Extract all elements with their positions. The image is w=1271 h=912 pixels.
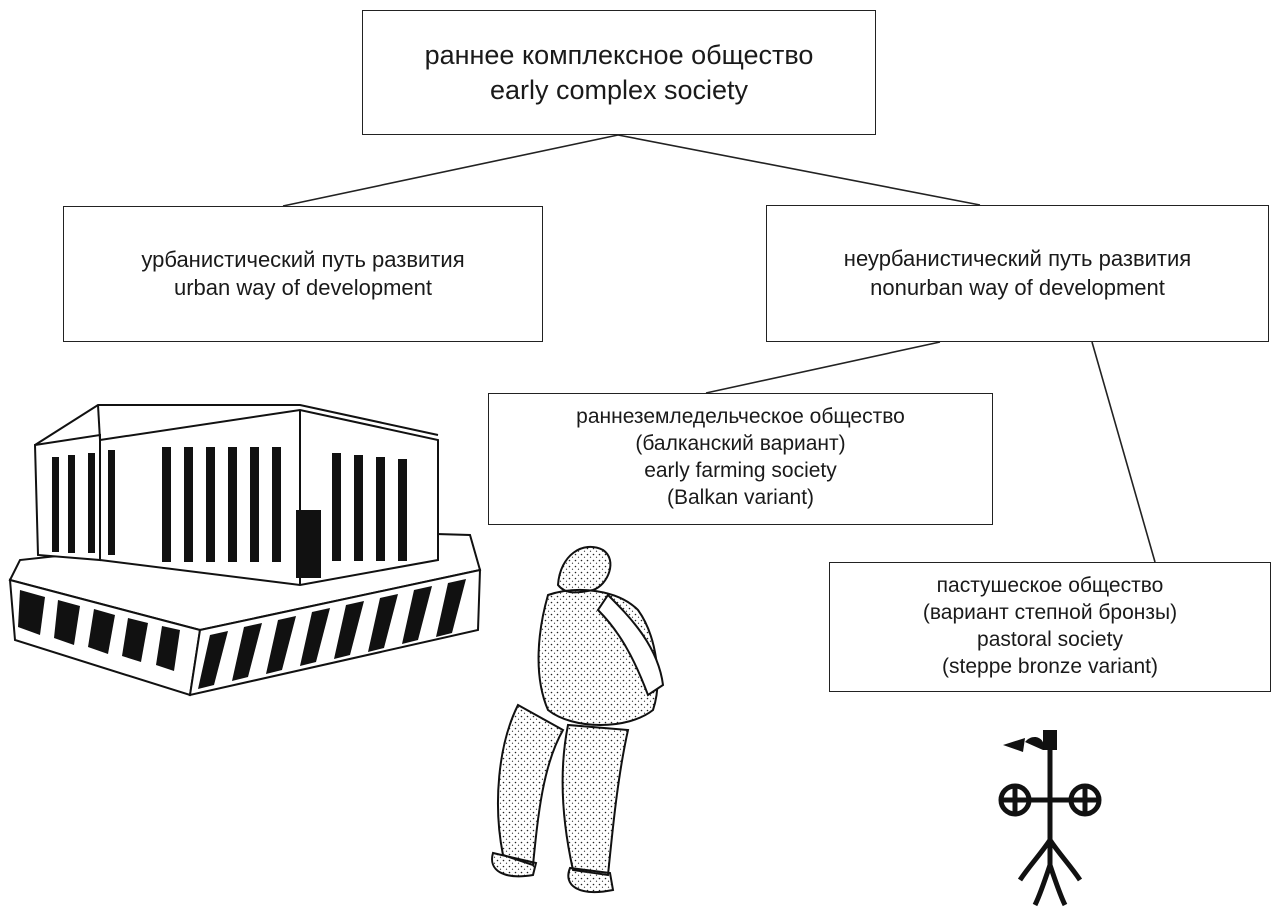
- edge-nonurban-pastoral: [1091, 341, 1156, 563]
- node-nonurban-way: неурбанистический путь развития nonurban…: [766, 205, 1269, 342]
- farming-variant-en: (Balkan variant): [666, 485, 815, 509]
- farming-label-ru: раннеземледельческое общество: [576, 405, 905, 428]
- chariot-petroglyph-drawing: [998, 730, 1102, 907]
- edge-root-nonurban: [617, 134, 981, 206]
- urban-label-ru: урбанистический путь развития: [141, 246, 465, 272]
- pastoral-variant-ru: (вариант степной бронзы): [922, 601, 1178, 625]
- node-early-complex-society: раннее комплексное общество early comple…: [362, 10, 876, 135]
- farming-variant-ru: (балканский вариант): [635, 431, 846, 455]
- root-label-ru: раннее комплексное общество: [424, 39, 814, 70]
- node-urban-way: урбанистический путь развития urban way …: [63, 206, 543, 342]
- temple-building-drawing: [8, 404, 482, 697]
- edge-nonurban-farming: [705, 341, 941, 394]
- urban-label-en: urban way of development: [173, 275, 433, 300]
- edge-root-urban: [282, 134, 619, 207]
- pastoral-label-en: pastoral society: [977, 628, 1123, 651]
- seated-thinker-figurine-drawing: [491, 545, 665, 894]
- node-early-farming-society: раннеземледельческое общество (балкански…: [488, 393, 993, 525]
- nonurban-label-en: nonurban way of development: [870, 274, 1165, 300]
- node-pastoral-society: пастушеское общество (вариант степной бр…: [829, 562, 1271, 692]
- pastoral-variant-en: (steppe bronze variant): [942, 654, 1158, 678]
- root-label-en: early complex society: [489, 74, 749, 105]
- nonurban-label-ru: неурбанистический путь развития: [843, 246, 1192, 272]
- farming-label-en: early farming society: [644, 458, 837, 482]
- pastoral-label-ru: пастушеское общество: [936, 574, 1164, 598]
